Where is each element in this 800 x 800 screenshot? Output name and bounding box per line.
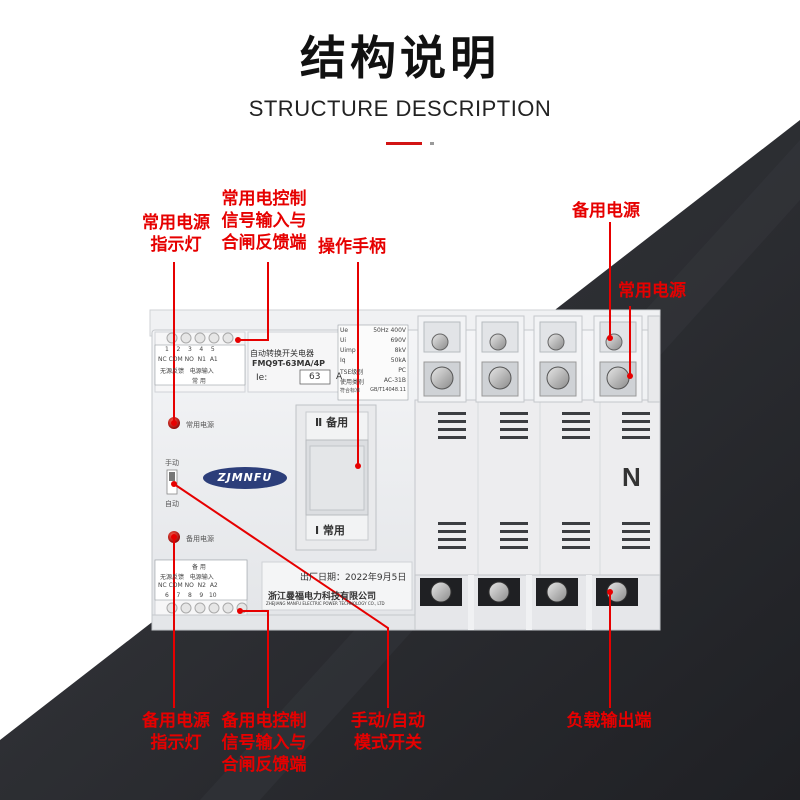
rating-unit: A [336,372,343,382]
product-name: 自动转换开关电器 [250,349,314,358]
label-load-output: 负载输出端 [566,711,652,731]
top-input-terminals [417,315,661,403]
top-terminal-groups: 无源反馈 电源输入 [160,368,214,375]
model-number: FMQ9T-63MA/4P [252,359,326,368]
top-terminal-screws [166,332,234,344]
label-backup-control: 备用电控制信号输入与合闸反馈端 [221,711,307,775]
label-normal-indicator: 常用电源指示灯 [142,213,210,255]
switch-bottom-text: 自动 [165,500,179,508]
company-name: 浙江曼福电力科技有限公司 [268,592,377,602]
bottom-terminal-row: NC COM NO N2 A2 [158,582,218,589]
bottom-terminal-groups: 无源反馈 电源输入 [160,574,214,581]
handle-top-text: Ⅱ 备用 [315,416,349,429]
label-backup-power: 备用电源 [572,201,640,221]
bottom-output-terminals [414,574,661,631]
label-normal-control: 常用电控制信号输入与合闸反馈端 [221,189,307,253]
switch-top-text: 手动 [165,459,179,467]
bottom-terminal-numbers: 6 7 8 9 10 [165,592,217,599]
label-handle: 操作手柄 [318,237,386,257]
label-normal-power: 常用电源 [618,281,686,301]
backup-led-text: 备用电源 [186,535,214,543]
brand-logo-oval [203,467,287,489]
rating-value: 63 [309,372,321,382]
neutral-pole-mark: N [622,462,641,492]
bottom-terminal-header: 备 用 [192,564,206,571]
vent-slots [438,412,650,549]
normal-led-text: 常用电源 [186,421,214,429]
company-name-en: ZHEJIANG MANFU ELECTRIC POWER TECHNOLOGY… [266,601,385,606]
rating-label: Ie: [256,373,268,383]
top-terminal-footer: 常 用 [192,378,206,385]
leader-lines [171,222,633,708]
title-accent-bar [386,142,422,145]
label-backup-indicator: 备用电源指示灯 [142,711,210,753]
page-subtitle: STRUCTURE DESCRIPTION [248,96,552,121]
leader-manual-auto [173,483,389,708]
brand-text: ZJMNFU [217,471,273,484]
label-manual-auto: 手动/自动模式开关 [350,711,426,753]
leader-normal-control [238,262,269,341]
handle-bottom-text: Ⅰ 常用 [315,524,345,537]
page-title: 结构说明 [300,31,500,85]
transfer-switch-device [149,309,661,631]
leader-backup-control [240,610,269,708]
top-terminal-numbers: 1 2 3 4 5 [165,346,215,353]
manufacture-date: 出厂日期：2022年9月5日 [300,573,407,583]
top-terminal-row: NC COM NO N1 A1 [158,356,218,363]
title-accent-dot [430,142,434,145]
